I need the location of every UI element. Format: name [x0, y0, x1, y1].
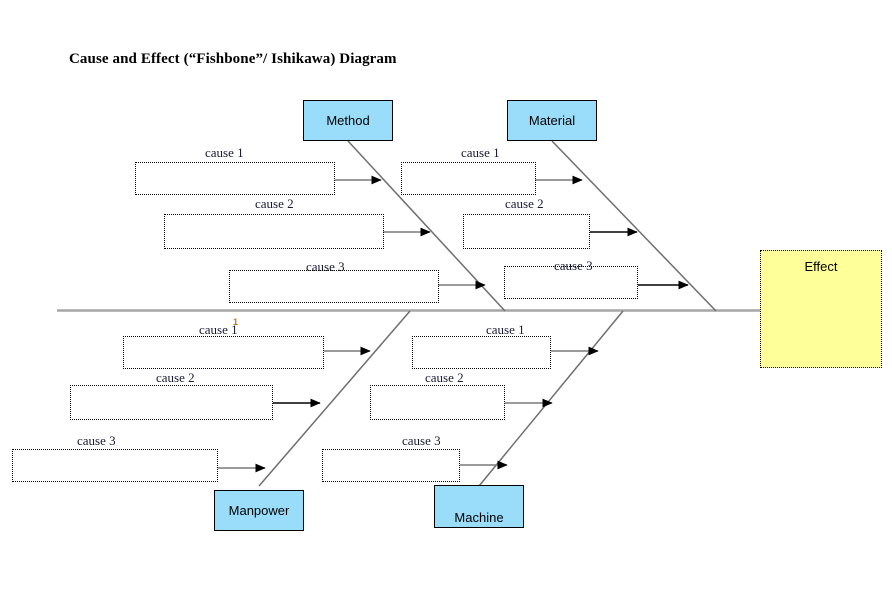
- cause-label-method-2: cause 2: [255, 196, 294, 211]
- cause-label-machine-3: cause 3: [402, 433, 441, 448]
- cause-box-method-2[interactable]: [164, 214, 384, 249]
- rib-manpower: [258, 310, 411, 487]
- cause-label-manpower-1: cause 1: [199, 322, 238, 337]
- category-box-machine[interactable]: Machine: [434, 485, 524, 528]
- cause-box-material-1[interactable]: [401, 162, 536, 195]
- effect-label: Effect: [804, 259, 838, 274]
- page-title: Cause and Effect (“Fishbone”/ Ishikawa) …: [69, 51, 397, 67]
- cause-box-machine-3[interactable]: [322, 449, 460, 482]
- effect-box[interactable]: Effect: [760, 250, 882, 368]
- category-label-material: Material: [528, 113, 576, 128]
- cause-box-manpower-3[interactable]: [12, 449, 218, 482]
- category-label-machine: Machine: [454, 510, 504, 525]
- cause-label-method-1: cause 1: [205, 145, 244, 160]
- cause-label-manpower-2: cause 2: [156, 370, 195, 385]
- cause-label-machine-1: cause 1: [486, 322, 525, 337]
- category-label-manpower: Manpower: [228, 503, 290, 518]
- cause-box-manpower-1[interactable]: [123, 336, 324, 369]
- cause-box-material-3-mid[interactable]: [463, 214, 590, 249]
- cause-box-machine-2[interactable]: [370, 385, 505, 420]
- cause-box-manpower-2[interactable]: [70, 385, 273, 420]
- category-label-method: Method: [326, 113, 370, 128]
- category-box-method[interactable]: Method: [303, 100, 393, 141]
- category-box-material[interactable]: Material: [507, 100, 597, 141]
- cause-label-material-1: cause 1: [461, 145, 500, 160]
- cause-label-manpower-3: cause 3: [77, 433, 116, 448]
- cause-label-machine-2: cause 2: [425, 370, 464, 385]
- cause-label-material-3: cause 3: [554, 258, 593, 273]
- cause-box-method-3[interactable]: [229, 270, 439, 303]
- stray-artifact-glyph: 1: [233, 317, 239, 327]
- cause-box-method-1[interactable]: [135, 162, 335, 195]
- cause-box-material-3[interactable]: [504, 266, 638, 299]
- category-box-manpower[interactable]: Manpower: [214, 490, 304, 531]
- cause-box-machine-1[interactable]: [412, 336, 551, 369]
- cause-label-material-2: cause 2: [505, 196, 544, 211]
